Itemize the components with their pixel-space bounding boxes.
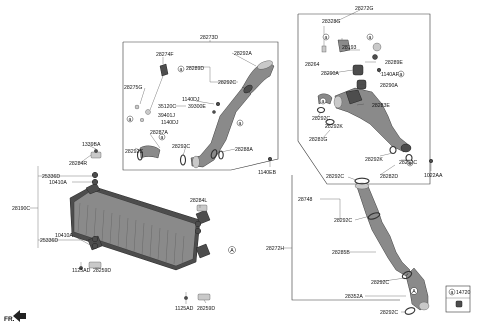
- turbo-outlet-assembly: [316, 26, 413, 163]
- hose-icon: [134, 60, 275, 169]
- upper-right-assembly-frame: [297, 13, 431, 185]
- label-25336D-b: 25336D: [40, 238, 58, 244]
- legend-box: [445, 285, 471, 313]
- callout-a-8: a: [322, 99, 325, 105]
- callout-a-9: a: [409, 161, 412, 167]
- label-28264: 28264: [305, 62, 320, 68]
- label-28282D: 28282D: [380, 174, 398, 180]
- label-1339BA: 1339BA: [82, 142, 101, 148]
- label-28292C-i: 28292C: [380, 310, 398, 316]
- label-1125AD-a: 1125AD: [72, 268, 91, 274]
- label-28259D-a: 28259D: [93, 268, 111, 274]
- label-28288A: 28288A: [235, 147, 253, 153]
- label-28283E: 28283E: [372, 103, 390, 109]
- lower-intercooler-pipe: [354, 182, 430, 311]
- label-28292K-a: 28292K: [325, 124, 343, 130]
- label-10410A-b: 10410A: [55, 233, 73, 239]
- label-28292K-b: 28292K: [365, 157, 383, 163]
- label-28292C-a: 28292C: [218, 80, 236, 86]
- label-1140DJ-b: 1140DJ: [161, 120, 179, 126]
- label-28292C-h: 28292C: [371, 280, 389, 286]
- label-1125AD-b: 1125AD: [175, 306, 194, 312]
- callout-a-2: a: [129, 117, 132, 123]
- label-1022AA: 1022AA: [424, 173, 443, 179]
- callout-A-1: A: [230, 248, 234, 254]
- label-39401J: 39401J: [158, 113, 175, 119]
- label-28287A: 28287A: [150, 130, 168, 136]
- upper-left-assembly-frame: [122, 41, 279, 171]
- label-1140DJ-a: 1140DJ: [182, 97, 200, 103]
- label-28292C-e: 28292C: [399, 160, 417, 166]
- label-28289E: 28289E: [385, 60, 403, 66]
- callout-a-1: a: [180, 67, 183, 73]
- label-28275G: 28275G: [124, 85, 142, 91]
- legend-part-icon: [455, 300, 463, 308]
- clamp-icon: [354, 177, 416, 315]
- label-28292C-f: 28292C: [326, 174, 344, 180]
- label-1140EB: 1140EB: [258, 170, 277, 176]
- label-28285B: 28285B: [332, 250, 350, 256]
- callout-a-legend: a: [451, 290, 454, 296]
- label-1140AF: 1140AF: [381, 72, 399, 78]
- label-28281G: 28281G: [309, 137, 327, 143]
- front-arrow-icon: [13, 310, 26, 322]
- callout-a-6: a: [369, 35, 372, 41]
- callout-a-3: a: [161, 135, 164, 141]
- label-28290A-b: 28290A: [380, 83, 398, 89]
- label-28190C: 28190C: [12, 206, 30, 212]
- label-10410A-a: 10410A: [49, 180, 67, 186]
- label-28289D: 28289D: [186, 66, 204, 72]
- label-35120C: 35120C: [158, 104, 176, 110]
- label-28292C-d: 28292C: [312, 116, 330, 122]
- callout-markers: a a a a a a a a a A A a: [126, 33, 456, 296]
- label-28272H: 28272H: [266, 246, 284, 252]
- label-28292C-b: 28292C: [125, 149, 143, 155]
- lower-right-pipe-frame: [291, 175, 400, 301]
- label-28193: 28193: [342, 45, 357, 51]
- callout-a-5: a: [325, 35, 328, 41]
- label-28284R: 28284R: [69, 161, 87, 167]
- label-28292C-c: 28292C: [172, 144, 190, 150]
- intercooler-icon: [69, 151, 211, 301]
- label-28284L: 28284L: [190, 198, 207, 204]
- label-28748: 28748: [298, 197, 313, 203]
- label-28272G: 28272G: [355, 6, 373, 12]
- label-28290A-a: 28290A: [321, 71, 339, 77]
- callout-A-2: A: [412, 289, 416, 295]
- label-28274F: 28274F: [156, 52, 174, 58]
- label-25336D-a: 25336D: [42, 174, 60, 180]
- label-14720: 14720: [456, 290, 471, 296]
- callout-a-7: a: [400, 72, 403, 78]
- label-28352A: 28352A: [345, 294, 363, 300]
- label-39300E: 39300E: [188, 104, 206, 110]
- leader-lines: [30, 9, 432, 313]
- part-labels: 28273D 28274F 28292A 28289D 28292C 28275…: [4, 6, 471, 323]
- label-28292A-top: 28292A: [234, 51, 252, 57]
- callout-a-4: a: [239, 121, 242, 127]
- label-28273D: 28273D: [200, 35, 218, 41]
- label-28259D-b: 28259D: [197, 306, 215, 312]
- label-28292C-g: 28292C: [334, 218, 352, 224]
- front-label: FR.: [4, 316, 15, 323]
- label-28328G: 28328G: [322, 19, 340, 25]
